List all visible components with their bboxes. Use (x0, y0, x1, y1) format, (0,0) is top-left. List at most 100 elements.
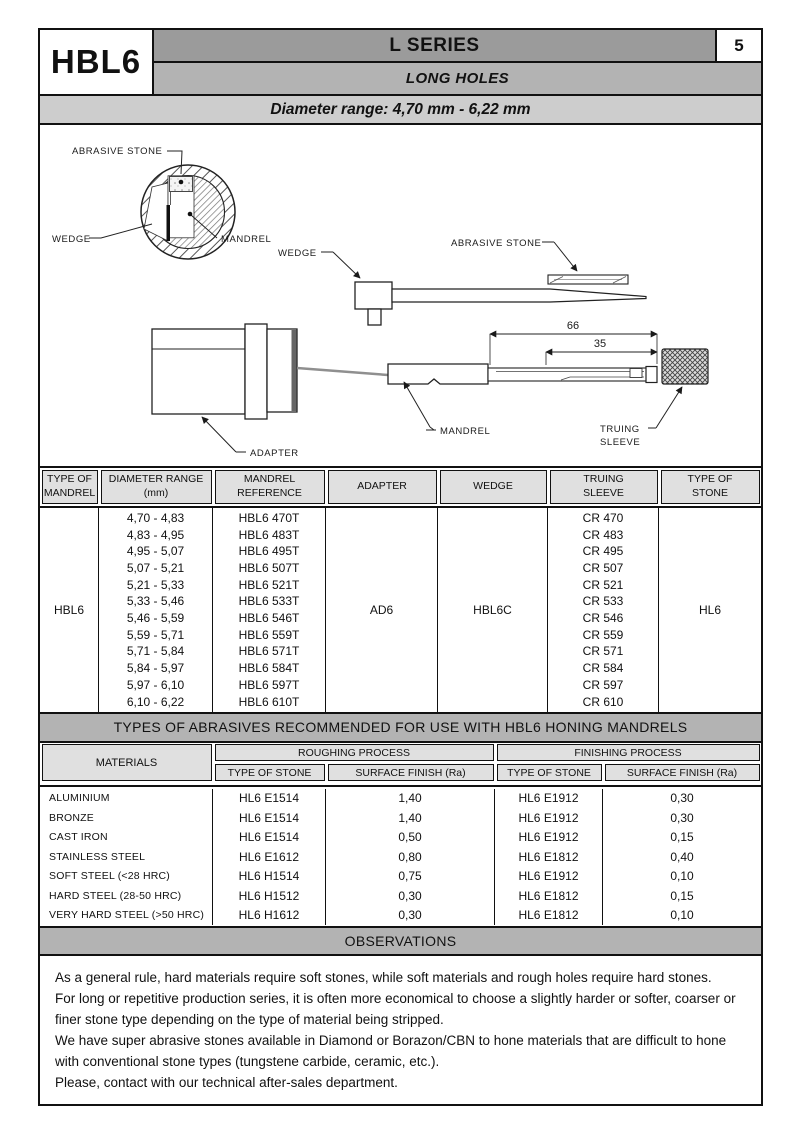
series-title: L SERIES (154, 30, 715, 63)
finishing-finish-value: 0,10 (670, 869, 694, 884)
mandrel-reference-value: HBL6 470T (238, 510, 300, 525)
abrasives-table-header: MATERIALS ROUGHING PROCESS FINISHING PRO… (40, 743, 761, 787)
finishing-stone-value: HL6 E1812 (495, 905, 603, 926)
dimension-66: 66 (567, 320, 579, 332)
header-line: TRUING (583, 473, 624, 486)
finishing-finish-value: 0,10 (670, 908, 694, 923)
col-type-of-mandrel: HBL6 (40, 508, 99, 713)
diagram-drawing: ABRASIVE STONE WEDGE MANDREL WEDGE ABRAS… (52, 146, 709, 459)
header-line: SLEEVE (583, 487, 624, 500)
header-mandrel-reference: MANDREL REFERENCE (214, 470, 325, 505)
diameter-range-value: 5,33 - 5,46 (126, 594, 185, 609)
material-name: STAINLESS STEEL (40, 847, 213, 867)
observations-banner: OBSERVATIONS (40, 925, 761, 957)
mandrel-reference-value: HBL6 571T (238, 644, 300, 659)
header-line: TYPE OF (687, 473, 733, 486)
mandrel-reference-value: HBL6 483T (238, 527, 300, 542)
header-roughing-finish: SURFACE FINISH (Ra) (327, 764, 494, 782)
roughing-finish-value: 0,75 (326, 866, 495, 887)
dimension-35: 35 (594, 338, 606, 350)
truing-sleeve-value: CR 533 (582, 594, 624, 609)
header-type-of-stone: TYPE OF STONE (660, 470, 760, 505)
truing-sleeve-value: CR 507 (582, 560, 624, 575)
abrasive-stone-side-label: ABRASIVE STONE (451, 238, 541, 249)
page-number: 5 (715, 30, 761, 63)
roughing-stone-value: HL6 H1612 (213, 905, 326, 926)
adapter-view: ADAPTER (151, 323, 298, 459)
roughing-stone-value: HL6 H1514 (213, 866, 326, 887)
material-name: CAST IRON (40, 827, 213, 848)
truing-sleeve-value: CR 470 (582, 510, 624, 525)
roughing-stone-value: HL6 E1514 (213, 808, 326, 828)
mandrel-reference-value: HBL6 584T (238, 661, 300, 676)
abrasive-stone-cross-label: ABRASIVE STONE (72, 146, 162, 157)
diameter-range-value: 5,59 - 5,71 (126, 627, 185, 642)
roughing-stone-value: HL6 H1512 (213, 886, 326, 906)
finishing-stone-value: HL6 E1912 (495, 827, 603, 848)
abrasive-stone-side-view: ABRASIVE STONE (451, 238, 629, 286)
mandrel-reference-value: HBL6 521T (238, 577, 300, 592)
truing-sleeve-label-line1: TRUING (600, 424, 640, 435)
observation-line: As a general rule, hard materials requir… (55, 970, 712, 986)
mandrel-reference-value: HBL6 610T (238, 694, 300, 709)
truing-sleeve-value: CR 597 (582, 677, 624, 692)
finishing-finish-value: 0,15 (670, 830, 694, 845)
finishing-stone-value: HL6 E1912 (495, 788, 603, 809)
truing-sleeve-label-line2: SLEEVE (600, 437, 640, 448)
header-truing-sleeve: TRUING SLEEVE (549, 470, 658, 505)
header-line: TYPE OF (47, 473, 92, 486)
mandrel-cross-label: MANDREL (221, 234, 271, 245)
alignment-line (296, 367, 389, 377)
mandrel-reference-value: HBL6 507T (238, 560, 300, 575)
wedge-cross-section (166, 205, 170, 242)
mandrel-side-label: MANDREL (440, 426, 490, 437)
finishing-finish-value: 0,15 (670, 888, 694, 903)
abrasives-title-banner: TYPES OF ABRASIVES RECOMMENDED FOR USE W… (40, 712, 761, 743)
truing-sleeve-value: CR 610 (582, 694, 624, 709)
roughing-stone-value: HL6 E1514 (213, 827, 326, 848)
truing-sleeve-value: CR 483 (582, 527, 624, 542)
diameter-range-value: 4,95 - 5,07 (126, 544, 185, 559)
mandrel-reference-value: HBL6 546T (238, 611, 300, 626)
finishing-finish-value: 0,30 (670, 810, 694, 825)
technical-diagram: ABRASIVE STONE WEDGE MANDREL WEDGE ABRAS… (40, 125, 761, 467)
mandrel-reference-value: HBL6 533T (238, 594, 300, 609)
truing-sleeve-value: CR 521 (582, 577, 624, 592)
observations-text: As a general rule, hard materials requir… (40, 956, 761, 1105)
header-line: STONE (692, 487, 728, 500)
header-line: MANDREL (243, 473, 296, 486)
mandrel-reference-value: HBL6 559T (238, 627, 300, 642)
header-roughing-stone: TYPE OF STONE (214, 764, 325, 782)
truing-sleeve-view: TRUING SLEEVE (600, 348, 709, 448)
diameter-range-value: 4,83 - 4,95 (126, 527, 185, 542)
finishing-finish-value: 0,40 (670, 849, 694, 864)
header-line: (mm) (143, 487, 169, 500)
col-adapter: AD6 (326, 508, 438, 713)
col-wedge: HBL6C (438, 508, 548, 713)
page-header: HBL6 L SERIES 5 LONG HOLES (40, 30, 761, 94)
header-materials: MATERIALS (41, 744, 212, 782)
wedge-side-label: WEDGE (278, 248, 317, 259)
finishing-stone-value: HL6 E1812 (495, 847, 603, 867)
material-name: HARD STEEL (28-50 HRC) (40, 886, 213, 906)
header-line: REFERENCE (237, 487, 302, 500)
truing-sleeve-value: CR 571 (582, 644, 624, 659)
header-finishing-stone: TYPE OF STONE (496, 764, 602, 782)
wedge-cross-label: WEDGE (52, 234, 91, 245)
roughing-finish-value: 0,30 (326, 886, 495, 906)
finishing-stone-value: HL6 E1912 (495, 808, 603, 828)
abrasives-table: MATERIALS ROUGHING PROCESS FINISHING PRO… (40, 743, 761, 926)
subtitle: LONG HOLES (154, 63, 761, 94)
roughing-stone-value: HL6 E1514 (213, 788, 326, 809)
roughing-finish-value: 1,40 (326, 788, 495, 809)
diameter-range-band: Diameter range: 4,70 mm - 6,22 mm (40, 94, 761, 126)
diameter-range-value: 5,97 - 6,10 (126, 677, 185, 692)
catalog-page: HBL6 L SERIES 5 LONG HOLES Diameter rang… (38, 28, 763, 1106)
